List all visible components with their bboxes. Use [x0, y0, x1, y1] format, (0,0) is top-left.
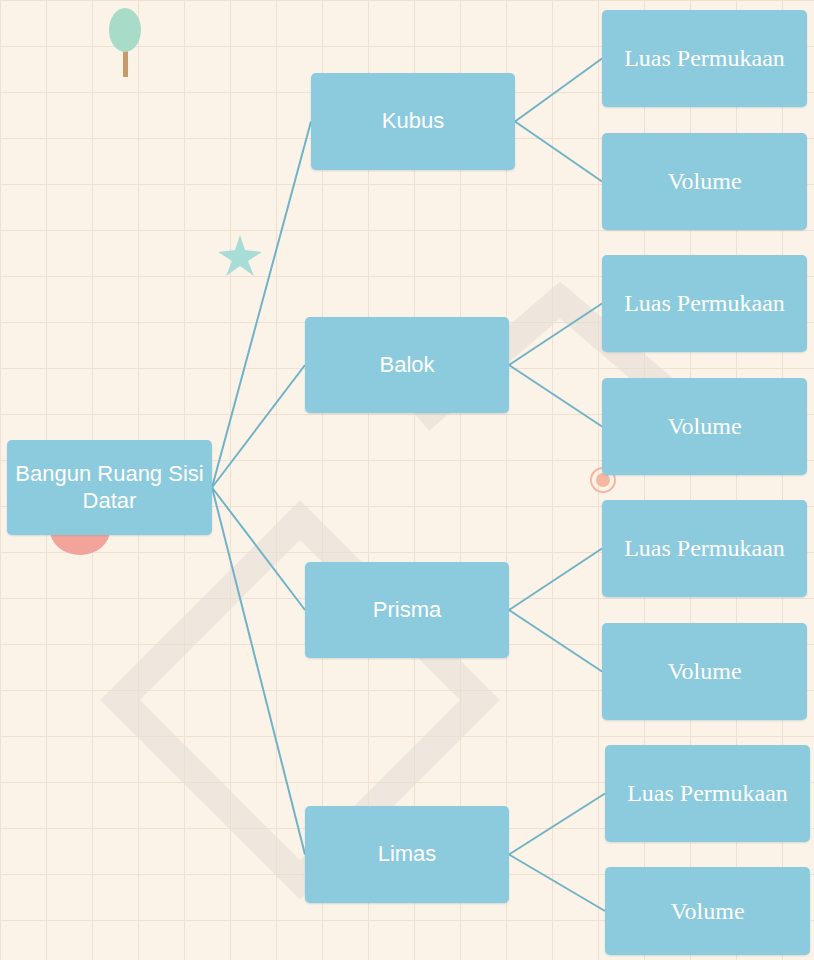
box-label: Luas Permukaan [624, 44, 785, 73]
connector-line [509, 794, 605, 855]
box-label: Balok [379, 352, 434, 378]
box-label: Limas [378, 841, 437, 867]
topic-box: Volume [605, 867, 810, 955]
category-box: Prisma [305, 562, 509, 658]
connector-line [212, 122, 311, 488]
topic-box: Luas Permukaan [602, 500, 807, 597]
topic-box: Luas Permukaan [602, 255, 807, 352]
connector-line [509, 855, 605, 912]
box-label: Volume [670, 897, 744, 926]
tree-icon [109, 8, 141, 77]
category-box: Limas [305, 806, 509, 903]
topic-box: Volume [602, 623, 807, 720]
connector-line [515, 122, 602, 182]
connector-line [509, 549, 602, 611]
connector-line [509, 304, 602, 366]
category-box: Kubus [311, 73, 515, 170]
box-label: Kubus [382, 108, 444, 134]
box-label: Volume [667, 657, 741, 686]
connector-line [212, 365, 305, 488]
star-icon [218, 235, 262, 276]
box-label: Luas Permukaan [627, 779, 788, 808]
connector-line [212, 488, 305, 855]
topic-box: Luas Permukaan [602, 10, 807, 107]
category-box: Balok [305, 317, 509, 413]
box-label: Volume [667, 412, 741, 441]
box-label: Luas Permukaan [624, 534, 785, 563]
connector-line [212, 488, 305, 611]
box-label: Prisma [373, 597, 441, 623]
topic-box: Luas Permukaan [605, 745, 810, 842]
box-label: Luas Permukaan [624, 289, 785, 318]
connector-line [509, 610, 602, 672]
connector-line [515, 59, 602, 122]
box-label: Volume [667, 167, 741, 196]
topic-box: Volume [602, 133, 807, 230]
root-box: Bangun Ruang Sisi Datar [7, 440, 212, 535]
connector-line [509, 365, 602, 427]
topic-box: Volume [602, 378, 807, 475]
box-label: Bangun Ruang Sisi Datar [15, 461, 204, 514]
